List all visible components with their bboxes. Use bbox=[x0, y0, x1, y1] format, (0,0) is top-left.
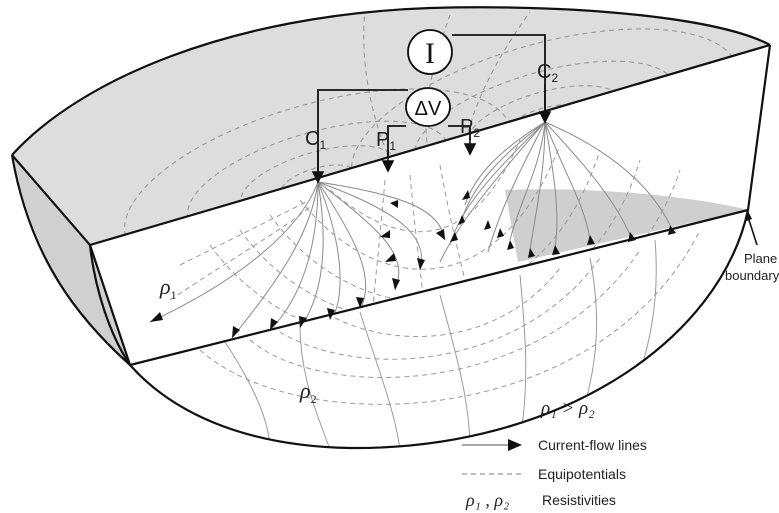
electrode-p1-label: P1 bbox=[376, 129, 396, 153]
right-edge bbox=[746, 44, 772, 211]
electrode-c2-label: C2 bbox=[537, 61, 558, 85]
ammeter: I bbox=[407, 29, 453, 75]
hemisphere-edge bbox=[10, 154, 750, 450]
plane-boundary-label-line1: Plane bbox=[744, 251, 777, 266]
block-outline bbox=[10, 6, 772, 450]
surface-edge bbox=[11, 6, 771, 156]
legend-resistivities-symbol: ρ₁ , ρ₂ bbox=[465, 490, 509, 510]
electrode-labels: C1 C2 P1 P2 bbox=[305, 61, 558, 153]
legend: Current-flow lines Equipotentials ρ₁ , ρ… bbox=[462, 437, 647, 510]
current-arrowheads bbox=[150, 190, 676, 338]
legend-current-lines-label: Current-flow lines bbox=[538, 437, 647, 453]
surface-layer bbox=[12, 7, 770, 449]
side-face bbox=[12, 155, 130, 365]
voltmeter: ΔV bbox=[405, 87, 451, 127]
legend-current-lines: Current-flow lines bbox=[462, 437, 647, 453]
upper-layer-resistivity: ρ1 bbox=[159, 274, 177, 302]
electrode-c1-label: C1 bbox=[305, 128, 326, 152]
electrode-p2-label: P2 bbox=[460, 116, 480, 140]
voltage-symbol: ΔV bbox=[415, 98, 442, 120]
side-lower-edge bbox=[88, 244, 131, 366]
legend-equipotentials: Equipotentials bbox=[462, 466, 626, 482]
legend-resistivities-label: Resistivities bbox=[542, 492, 616, 508]
legend-resistivities: ρ₁ , ρ₂ Resistivities bbox=[465, 490, 616, 510]
cross-section-face bbox=[90, 45, 770, 365]
plane-boundary-label-line2: boundary bbox=[725, 268, 779, 283]
resistivity-relation: ρ₁ > ρ₂ bbox=[540, 398, 595, 419]
boundary-plane-patch bbox=[505, 189, 748, 262]
current-symbol: I bbox=[425, 37, 435, 70]
plane-boundary-annotation: Plane boundary bbox=[725, 211, 779, 283]
lower-layer-face bbox=[130, 210, 748, 449]
section-top-edge bbox=[89, 43, 771, 247]
lower-layer-resistivity: ρ2 bbox=[299, 378, 317, 406]
legend-equipotentials-label: Equipotentials bbox=[538, 466, 626, 482]
layer-boundary-line bbox=[129, 208, 749, 367]
lower-current-lines bbox=[199, 229, 701, 449]
electrode-arrows bbox=[311, 84, 552, 184]
